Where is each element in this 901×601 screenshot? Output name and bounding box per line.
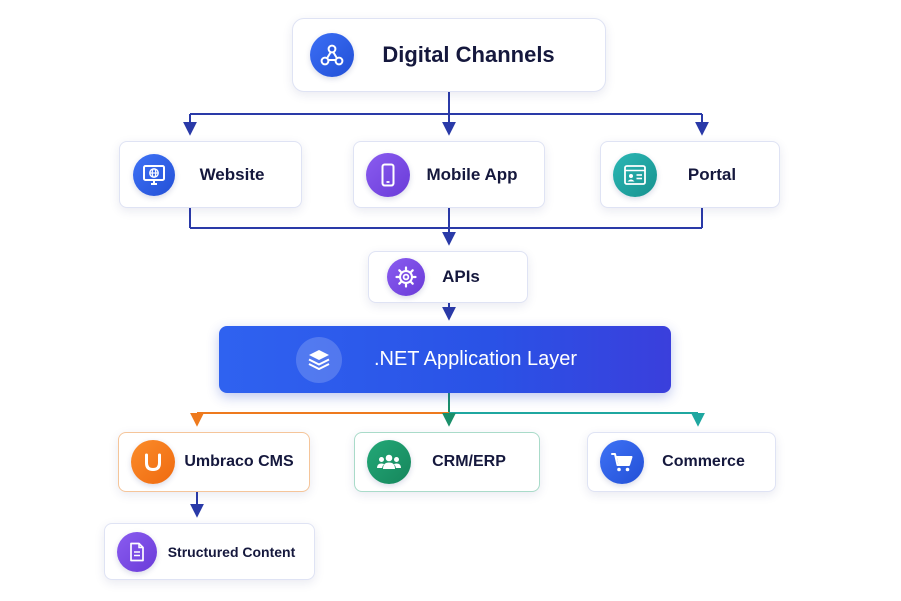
layers-icon [296, 336, 342, 383]
node-label: CRM/ERP [432, 453, 506, 470]
node-portal[interactable]: Portal [600, 141, 780, 208]
node-commerce[interactable]: Commerce [587, 432, 776, 492]
people-group-icon [367, 440, 411, 484]
connector-net-to-backends [190, 393, 705, 427]
node-mobile-app[interactable]: Mobile App [353, 141, 545, 208]
node-net-application-layer[interactable]: .NET Application Layer [219, 326, 671, 393]
node-crm-erp[interactable]: CRM/ERP [354, 432, 540, 492]
node-label: Website [199, 164, 265, 184]
node-label: APIs [442, 267, 480, 286]
node-label: Commerce [662, 453, 745, 470]
node-website[interactable]: Website [119, 141, 302, 208]
connector-digital-to-channels [183, 92, 709, 136]
node-label: .NET Application Layer [373, 348, 578, 370]
umbraco-u-icon [131, 440, 175, 484]
node-label: Digital Channels [382, 42, 555, 67]
node-apis[interactable]: APIs [368, 251, 528, 303]
node-structured-content[interactable]: Structured Content [104, 523, 315, 580]
connector-channels-to-apis [189, 208, 703, 246]
gear-icon [387, 258, 425, 296]
node-digital-channels[interactable]: Digital Channels [292, 18, 606, 92]
node-label: Mobile App [426, 164, 518, 184]
smartphone-icon [366, 152, 410, 197]
document-icon [117, 531, 157, 572]
monitor-globe-icon [133, 153, 175, 196]
browser-profile-icon [613, 152, 657, 197]
share-network-icon [310, 33, 354, 77]
node-umbraco-cms[interactable]: Umbraco CMS [118, 432, 310, 492]
node-label: Portal [687, 164, 737, 184]
node-label: Structured Content [167, 543, 296, 560]
shopping-cart-icon [600, 440, 644, 484]
node-label: Umbraco CMS [184, 453, 294, 470]
